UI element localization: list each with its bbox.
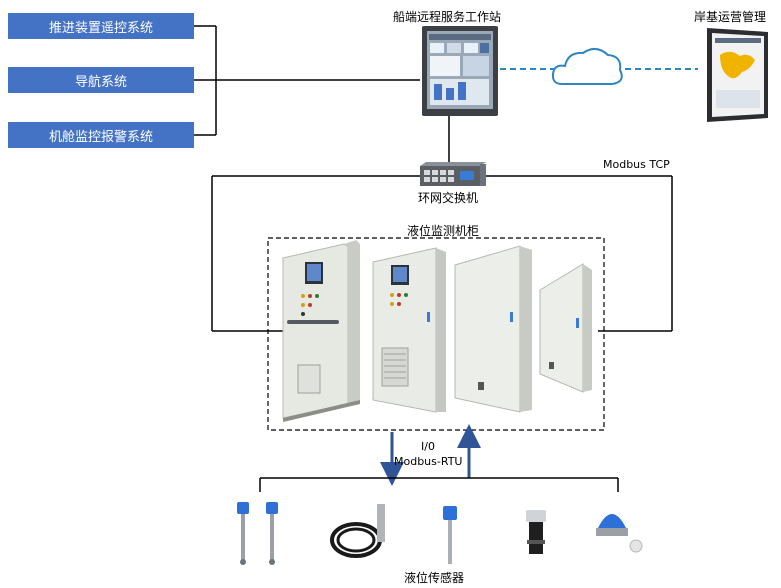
ring-network-lines xyxy=(211,175,673,332)
cloud-icon xyxy=(551,48,623,85)
cabinet-3 xyxy=(454,245,532,413)
sensor-bracket-lines xyxy=(259,477,619,492)
sensor-guided-radar xyxy=(443,506,457,564)
io-protocol-label: Modbus-RTU xyxy=(394,455,463,468)
ring-switch xyxy=(420,162,486,186)
system-box-propulsion: 推进装置遥控系统 xyxy=(8,13,194,39)
shore-monitor xyxy=(707,28,768,122)
io-label: I/0 xyxy=(421,440,435,453)
sensor-rod-pair xyxy=(237,502,278,565)
sensors-label: 液位传感器 xyxy=(404,571,465,585)
sensor-submersible xyxy=(330,504,385,558)
sensor-ultrasonic xyxy=(526,510,546,554)
system-box-navigation: 导航系统 xyxy=(8,67,194,93)
switch-label: 环网交换机 xyxy=(418,191,479,205)
cabinet-2 xyxy=(372,247,446,413)
workstation-monitor xyxy=(422,26,498,116)
workstation-label: 船端远程服务工作站 xyxy=(393,10,502,24)
system-box-engine-monitor: 机舱监控报警系统 xyxy=(8,122,194,148)
sensor-radar-dome xyxy=(596,514,643,553)
cabinet-4 xyxy=(539,263,592,393)
protocol-top-label: Modbus TCP xyxy=(603,158,670,171)
cabinet-label: 液位监测机柜 xyxy=(407,224,480,238)
cabinet-1 xyxy=(282,240,360,422)
cabinet-frame xyxy=(267,237,605,431)
shore-label: 岸基运营管理 xyxy=(694,10,767,24)
system-bracket-lines xyxy=(194,25,420,136)
